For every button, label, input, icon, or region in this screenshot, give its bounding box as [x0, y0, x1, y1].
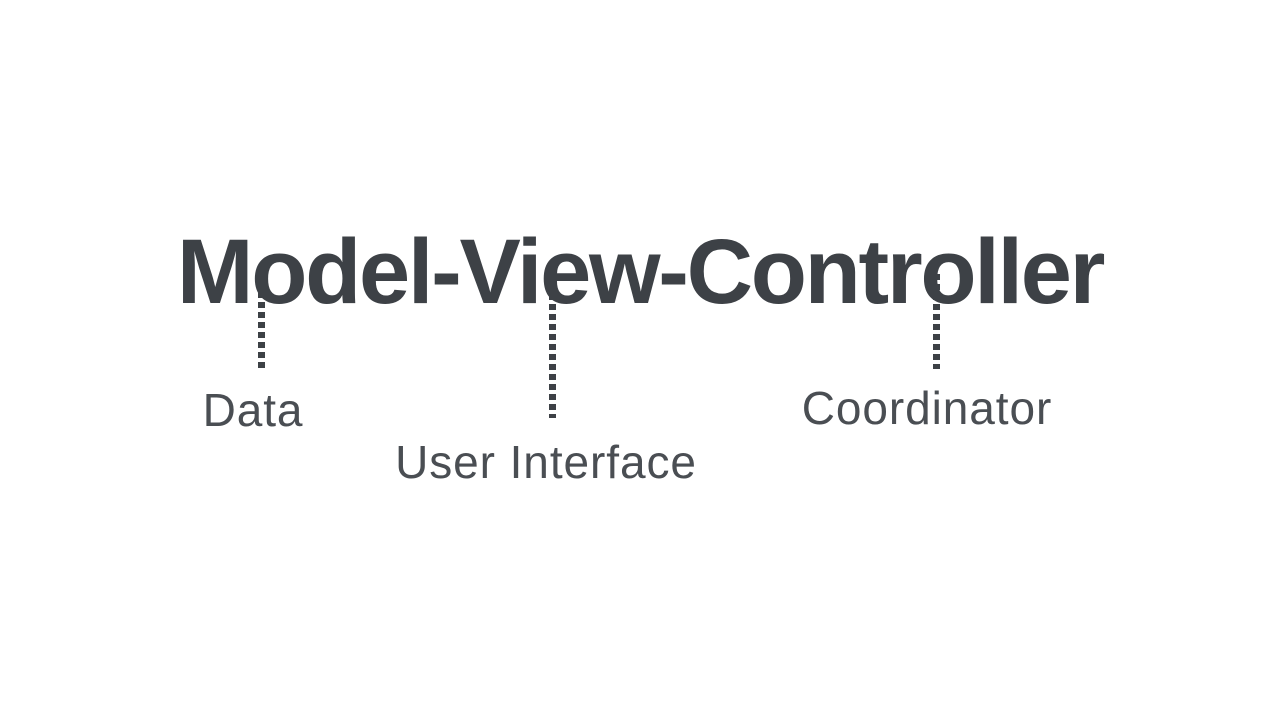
connector-line-model [258, 272, 265, 370]
connector-line-view [549, 274, 556, 418]
page-title: Model-View-Controller [176, 220, 1106, 323]
annotation-label-model: Data [202, 384, 304, 436]
connector-line-controller [933, 274, 940, 369]
annotation-label-controller: Coordinator [801, 382, 1053, 434]
annotation-label-view: User Interface [395, 436, 697, 488]
